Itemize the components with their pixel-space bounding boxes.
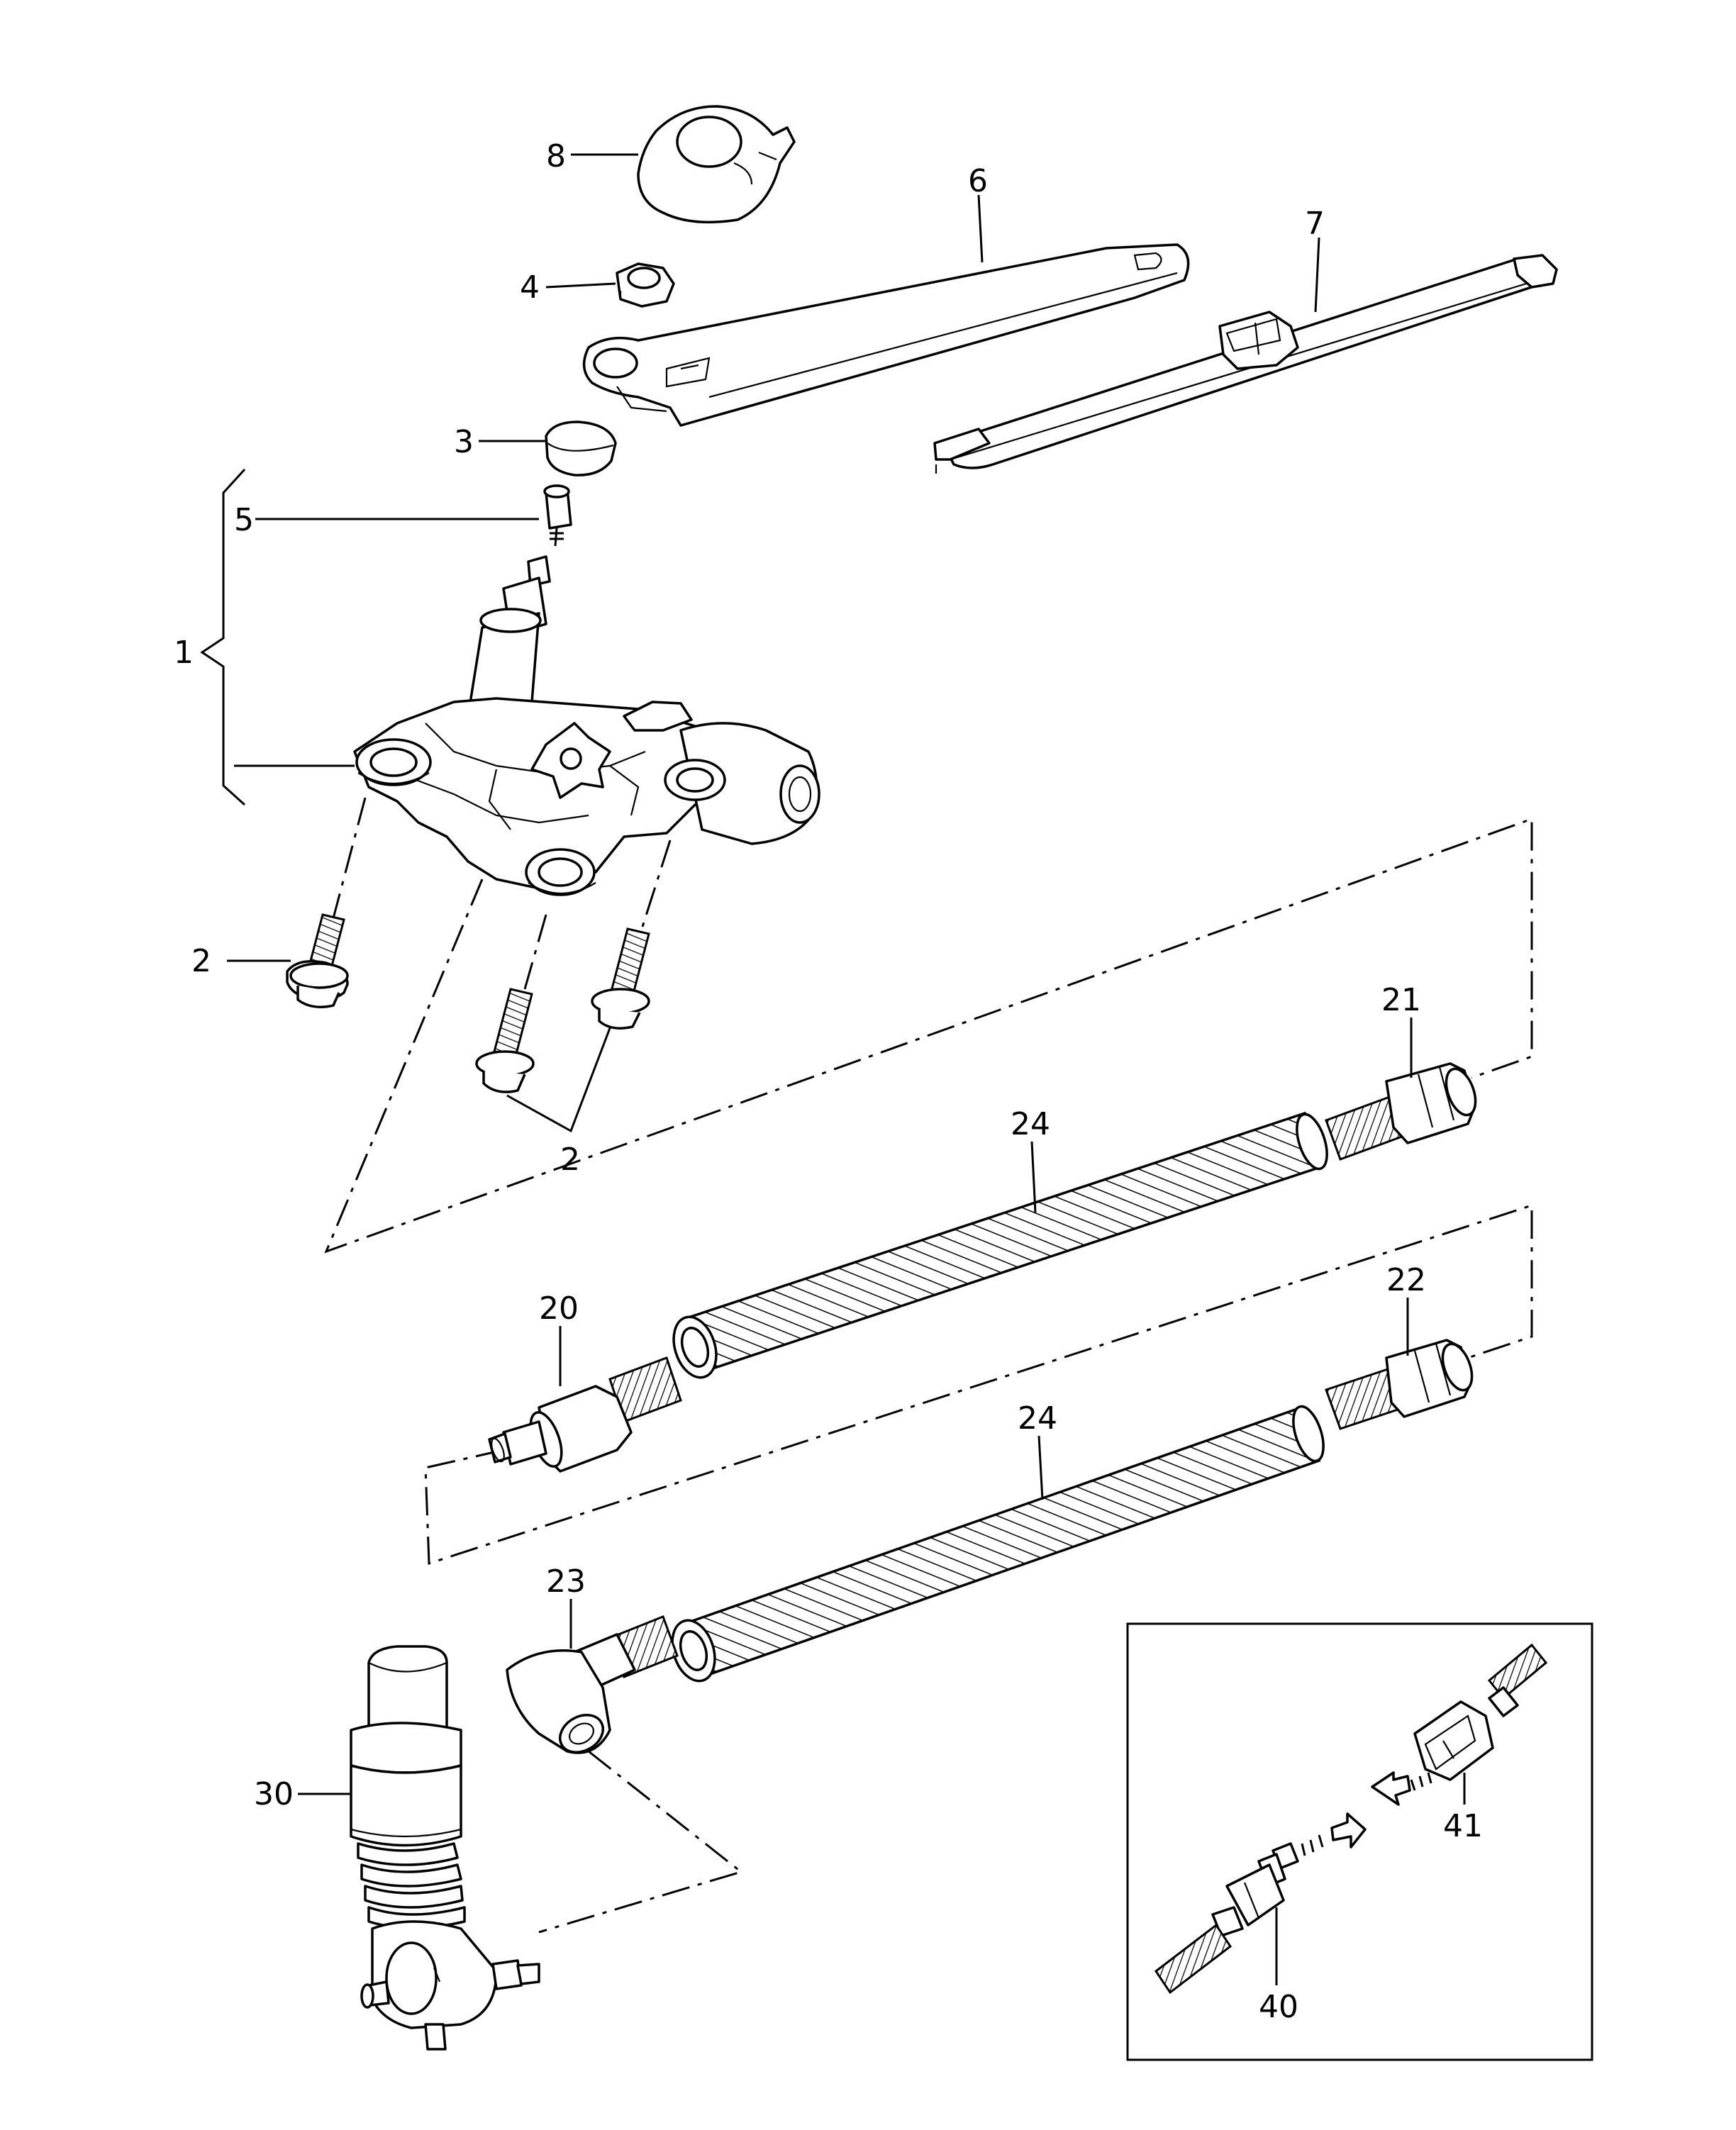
label-6: 6 [968, 163, 988, 199]
leader-2b [506, 1027, 611, 1133]
part-20-connector [488, 1356, 682, 1473]
detail-inset [1126, 1622, 1593, 2061]
label-23: 23 [546, 1563, 586, 1600]
part-23-elbow [506, 1615, 679, 1754]
part-4-nut [616, 262, 675, 308]
label-5: 5 [234, 502, 254, 538]
route-line-3 [538, 1750, 744, 1934]
label-7: 7 [1305, 206, 1325, 242]
leader-24b [1037, 1435, 1044, 1500]
label-2a: 2 [191, 943, 211, 979]
label-24a: 24 [1011, 1106, 1050, 1142]
leader-6 [977, 194, 984, 263]
leader-7 [1314, 237, 1320, 313]
label-22: 22 [1386, 1262, 1426, 1298]
label-3: 3 [454, 424, 474, 460]
label-20: 20 [539, 1290, 579, 1327]
part-3-plug [545, 420, 617, 476]
part-2-bolt-c [591, 927, 650, 1030]
part-2-bolt-b [475, 988, 535, 1093]
part-8-cap [637, 105, 796, 224]
label-1: 1 [174, 635, 194, 671]
leader-24a [1030, 1141, 1037, 1213]
route-line-2 [424, 1203, 1533, 1566]
axis-bolt-c [640, 840, 672, 930]
part-30-washer-pump [350, 1645, 540, 2051]
axis-bolt-a [332, 797, 367, 919]
part-2-bolt-a [286, 913, 349, 1008]
label-2b: 2 [560, 1142, 580, 1178]
part-21-connector [1325, 1062, 1477, 1161]
axis-bolt-b [523, 914, 547, 990]
part-24-tube-upper [672, 1111, 1328, 1379]
label-8: 8 [546, 138, 566, 174]
label-4: 4 [520, 269, 540, 306]
leader-4 [545, 282, 616, 289]
label-41: 41 [1443, 1808, 1483, 1844]
part-1-wiper-motor [353, 555, 820, 896]
part-6-wiper-arm [582, 243, 1190, 427]
part-24-tube-lower [671, 1405, 1325, 1683]
part-22-connector [1325, 1339, 1474, 1430]
label-30: 30 [254, 1776, 294, 1812]
label-21: 21 [1381, 982, 1421, 1018]
label-40: 40 [1259, 1989, 1298, 2025]
part-5-fitting [543, 484, 572, 547]
label-24b: 24 [1018, 1400, 1057, 1437]
route-line-1 [324, 817, 1533, 1254]
bracket-1 [200, 468, 246, 806]
part-7-wiper-blade [933, 254, 1558, 474]
